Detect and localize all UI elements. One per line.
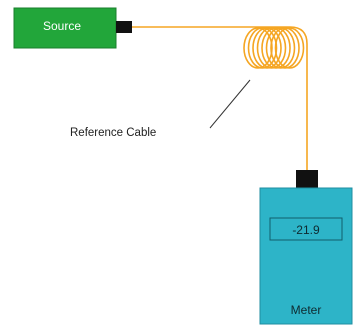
cable-label: Reference Cable — [70, 127, 156, 139]
source-device: Source — [13, 7, 132, 49]
reference-cable — [132, 26, 308, 170]
callout-leader-line — [209, 79, 251, 129]
coil-loop — [252, 27, 282, 69]
coil-loop — [274, 27, 305, 69]
coil-loop — [265, 27, 296, 69]
source-label: Source — [43, 19, 81, 33]
source-connector — [116, 21, 132, 33]
meter-device: -21.9 Meter — [259, 170, 353, 325]
meter-reading: -21.9 — [292, 223, 320, 237]
cable-coil — [243, 27, 305, 69]
coil-loop — [243, 27, 273, 69]
cable-segment-bend — [289, 26, 308, 170]
meter-label: Meter — [291, 303, 322, 317]
coil-loop — [256, 27, 287, 69]
meter-connector — [296, 170, 318, 188]
coil-loop — [247, 27, 278, 69]
coil-loop — [261, 27, 291, 69]
source-box — [13, 7, 117, 49]
meter-body — [259, 187, 353, 325]
meter-display — [269, 217, 343, 241]
coil-loop — [270, 27, 300, 69]
